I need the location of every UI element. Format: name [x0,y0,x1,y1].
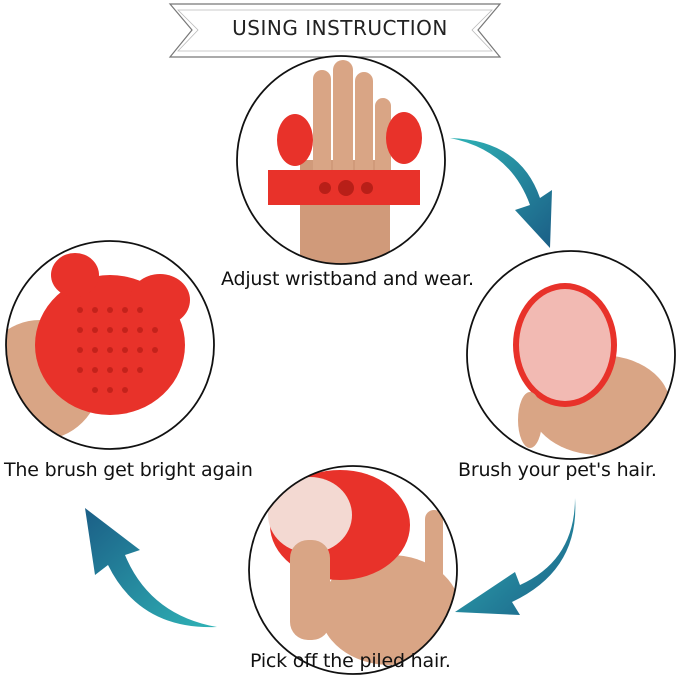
step-1-image [236,55,446,265]
step-4-image [5,240,215,450]
banner-title: USING INSTRUCTION [232,16,448,40]
step-1-caption: Adjust wristband and wear. [221,268,474,290]
step-4-caption: The brush get bright again [4,459,253,481]
banner-ribbon [168,3,502,58]
step-2-image [466,250,676,460]
step-2-caption: Brush your pet's hair. [458,459,657,481]
step-3-caption: Pick off the piled hair. [250,650,451,672]
arrow-step1-to-step2 [450,138,552,248]
step-3-image [248,465,458,675]
arrow-step2-to-step3 [455,498,576,615]
arrow-step3-to-step4 [85,508,217,628]
